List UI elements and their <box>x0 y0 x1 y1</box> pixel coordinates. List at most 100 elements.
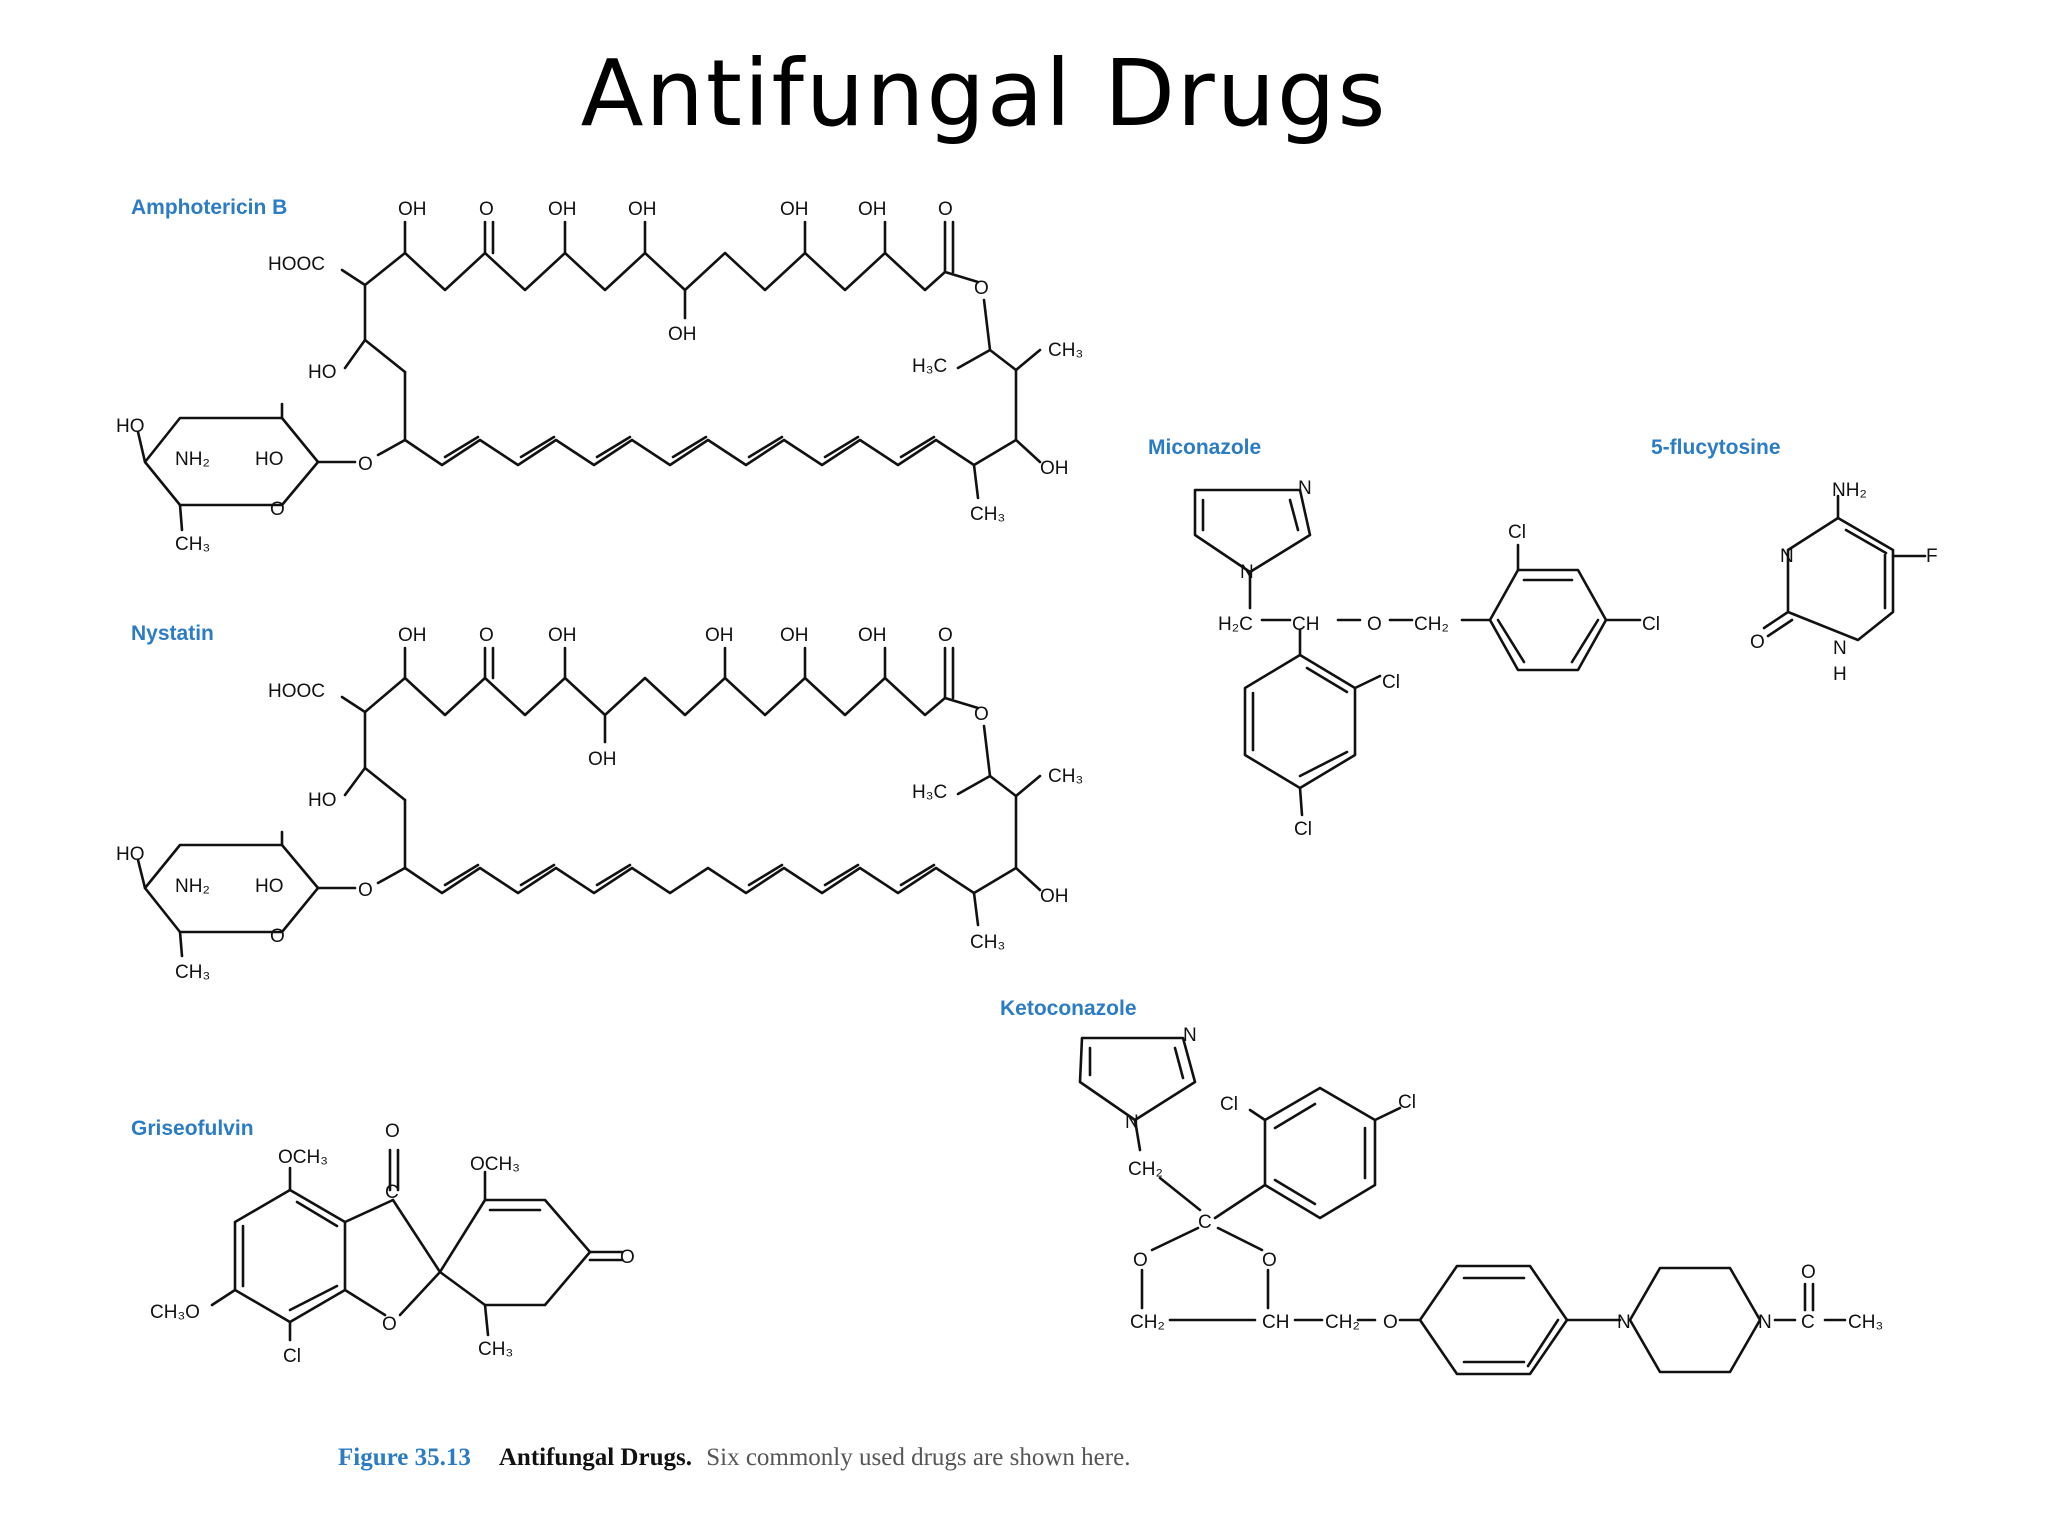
atom-label: CH₂ <box>1128 1159 1163 1180</box>
atom-label: CH₂ <box>1130 1312 1165 1333</box>
atom-label: O <box>358 880 373 901</box>
atom-label: O <box>1383 1312 1398 1333</box>
atom-label: N <box>1183 1025 1197 1046</box>
atom-label: Cl <box>1398 1092 1416 1113</box>
miconazole-label: Miconazole <box>1148 436 1262 459</box>
atom-label: OH <box>780 625 809 646</box>
atom-label: N <box>1298 478 1312 499</box>
atom-label: Cl <box>1642 614 1660 635</box>
flucytosine-label: 5-flucytosine <box>1651 436 1781 459</box>
atom-label: O <box>479 625 494 646</box>
caption-figure-number: Figure 35.13 <box>338 1444 471 1471</box>
atom-label: OH <box>858 625 887 646</box>
atom-label: OH <box>398 199 427 220</box>
atom-label: C <box>1801 1312 1815 1333</box>
atom-label: NH₂ <box>175 449 210 470</box>
atom-label: OH <box>1040 886 1069 907</box>
atom-label: OH <box>588 749 617 770</box>
atom-label: OH <box>548 199 577 220</box>
atom-label: H₃C <box>912 782 947 803</box>
atom-label: N <box>1617 1312 1631 1333</box>
atom-label: CH₃ <box>175 962 210 983</box>
atom-label: HO <box>308 362 337 383</box>
atom-label: OH <box>628 199 657 220</box>
atom-label: HOOC <box>268 681 325 702</box>
atom-label: OH <box>1040 458 1069 479</box>
atom-label: C <box>1198 1212 1212 1233</box>
atom-label: OH <box>858 199 887 220</box>
atom-label: CH₃ <box>1048 766 1083 787</box>
atom-label: Cl <box>1382 672 1400 693</box>
flucytosine-structure: NH₂ N F O N H <box>1750 480 1938 685</box>
atom-label: CH₂ <box>1414 614 1449 635</box>
atom-label: C <box>385 1182 399 1203</box>
atom-label: HO <box>116 416 145 437</box>
caption-text: Six commonly used drugs are shown here. <box>706 1444 1131 1471</box>
ketoconazole-label: Ketoconazole <box>1000 997 1137 1020</box>
atom-label: O <box>974 278 989 299</box>
atom-label: Cl <box>283 1346 301 1367</box>
atom-label: O <box>1262 1250 1277 1271</box>
atom-label: O <box>479 199 494 220</box>
atom-label: O <box>1750 632 1765 653</box>
atom-label: CH₃ <box>478 1339 513 1360</box>
atom-label: O <box>1367 614 1382 635</box>
page-title: Antifungal Drugs <box>580 40 1388 147</box>
atom-label: O <box>270 926 285 947</box>
atom-label: O <box>1801 1262 1816 1283</box>
nystatin-structure: OH O OH OH OH OH O HOOC OH O HO H₃C CH₃ … <box>116 625 1083 983</box>
atom-label: OH <box>668 324 697 345</box>
atom-label: Cl <box>1220 1094 1238 1115</box>
atom-label: HOOC <box>268 254 325 275</box>
atom-label: HO <box>308 790 337 811</box>
caption-title: Antifungal Drugs. <box>498 1444 692 1471</box>
atom-label: O <box>270 499 285 520</box>
ketoconazole-structure: N N CH₂ Cl Cl C O O CH₂ CH CH₂ O N N O C… <box>1078 1025 1883 1376</box>
atom-label: HO <box>255 449 284 470</box>
atom-label: CH₃ <box>1048 340 1083 361</box>
atom-label: CH₃ <box>1848 1312 1883 1333</box>
atom-label: H₃C <box>912 356 947 377</box>
atom-label: O <box>1133 1250 1148 1271</box>
atom-label: H <box>1833 664 1847 685</box>
atom-label: N <box>1125 1112 1139 1133</box>
griseofulvin-structure: O C OCH₃ OCH₃ O CH₃O O Cl CH₃ <box>150 1121 635 1367</box>
atom-label: O <box>382 1314 397 1335</box>
amphotericin-b-structure: OH O OH OH OH OH O HOOC OH O HO H₃C CH₃ … <box>116 199 1083 555</box>
atom-label: N <box>1833 638 1847 659</box>
nystatin-label: Nystatin <box>131 622 214 645</box>
atom-label: O <box>620 1247 635 1268</box>
atom-label: OH <box>398 625 427 646</box>
atom-label: CH₃ <box>970 504 1005 525</box>
griseofulvin-label: Griseofulvin <box>131 1117 254 1140</box>
figure-caption: Figure 35.13 Antifungal Drugs. Six common… <box>338 1444 1130 1472</box>
atom-label: NH₂ <box>1832 480 1867 501</box>
amphotericin-b-label: Amphotericin B <box>131 196 288 219</box>
atom-label: F <box>1926 546 1938 567</box>
atom-label: NH₂ <box>175 876 210 897</box>
atom-label: OH <box>548 625 577 646</box>
atom-label: OH <box>780 199 809 220</box>
atom-label: N <box>1240 562 1254 583</box>
atom-label: O <box>358 454 373 475</box>
miconazole-structure: N N H₂C CH O CH₂ Cl Cl Cl Cl <box>1193 478 1660 840</box>
atom-label: CH₃ <box>175 534 210 555</box>
atom-label: CH₃ <box>970 932 1005 953</box>
atom-label: OCH₃ <box>278 1147 328 1168</box>
atom-label: H₂C <box>1218 614 1253 635</box>
atom-label: CH <box>1262 1312 1289 1333</box>
atom-label: N <box>1758 1312 1772 1333</box>
atom-label: Cl <box>1508 522 1526 543</box>
atom-label: O <box>385 1121 400 1142</box>
atom-label: HO <box>255 876 284 897</box>
atom-label: OH <box>705 625 734 646</box>
atom-label: OCH₃ <box>470 1154 520 1175</box>
atom-label: CH <box>1292 614 1319 635</box>
atom-label: N <box>1780 546 1794 567</box>
atom-label: O <box>938 625 953 646</box>
atom-label: O <box>938 199 953 220</box>
atom-label: O <box>974 704 989 725</box>
atom-label: HO <box>116 844 145 865</box>
atom-label: CH₃O <box>150 1302 200 1323</box>
atom-label: CH₂ <box>1325 1312 1360 1333</box>
